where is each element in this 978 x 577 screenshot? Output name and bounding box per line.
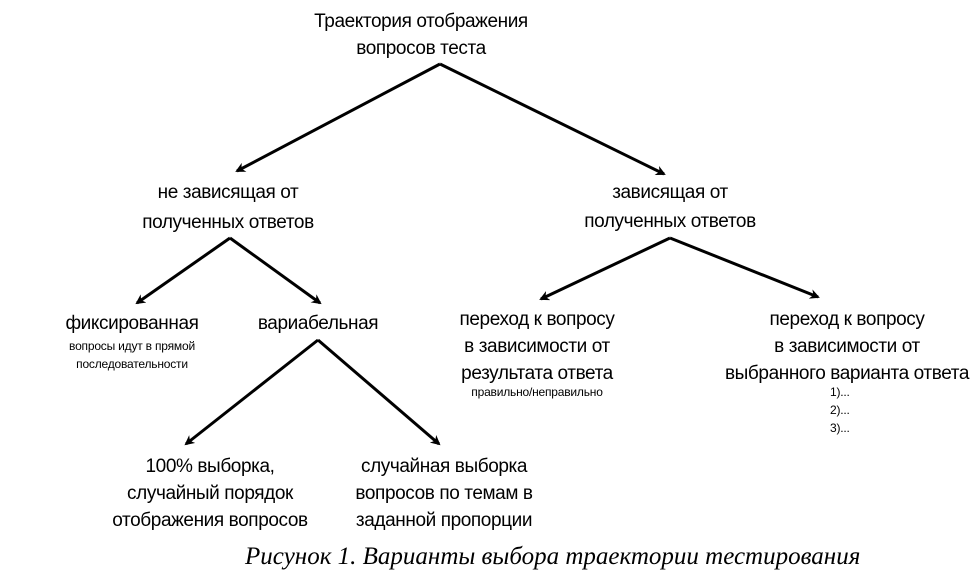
node-text: заданной пропорции	[355, 510, 533, 531]
node-text: результата ответа	[461, 363, 613, 384]
node-text: выбранного варианта ответа	[724, 363, 970, 384]
node-text: полученных ответов	[142, 212, 314, 233]
node-root: Траектория отображения вопросов теста	[314, 8, 528, 62]
node-fixed-note: вопросы идут в прямой последовательности	[69, 337, 195, 373]
node-text: случайная выборка	[360, 456, 528, 477]
node-text: фиксированная	[65, 313, 199, 334]
node-text: вопросов теста	[356, 38, 486, 59]
note-text: последовательности	[76, 357, 188, 371]
choice-item: 1)...	[830, 385, 850, 399]
node-dependent: зависящая от полученных ответов	[584, 178, 756, 236]
node-text: переход к вопросу	[769, 309, 925, 330]
node-text: вариабельная	[257, 313, 379, 334]
arrow-variable-random	[317, 338, 441, 446]
arrow-independent-variable	[229, 236, 322, 305]
arrow-root-independent	[235, 62, 441, 173]
choice-item: 2)...	[830, 403, 850, 417]
node-text: 100% выборка,	[145, 456, 275, 477]
node-text: случайный порядок	[127, 483, 293, 504]
node-full-sample: 100% выборка, случайный порядок отображе…	[112, 453, 308, 534]
node-text: Траектория отображения	[314, 11, 528, 32]
arrow-dependent-choice	[669, 236, 820, 299]
note-text: вопросы идут в прямой	[69, 339, 195, 353]
node-variable: вариабельная	[257, 310, 379, 337]
node-text: отображения вопросов	[112, 510, 308, 531]
arrow-independent-fixed	[135, 236, 231, 305]
node-by-choice: переход к вопросу в зависимости от выбра…	[725, 306, 969, 387]
node-fixed: фиксированная	[65, 310, 199, 337]
node-text: зависящая от	[612, 182, 728, 203]
node-independent: не зависящая от полученных ответов	[142, 178, 314, 238]
node-by-result-note: правильно/неправильно	[471, 383, 603, 401]
figure-caption: Рисунок 1. Варианты выбора траектории те…	[245, 543, 861, 570]
node-text: переход к вопросу	[459, 309, 615, 330]
node-by-choice-items: 1)... 2)... 3)...	[830, 383, 850, 437]
node-text: полученных ответов	[584, 211, 756, 232]
node-text: в зависимости от	[464, 336, 610, 357]
choice-item: 3)...	[830, 421, 850, 435]
arrow-dependent-result	[539, 236, 671, 301]
node-text: вопросов по темам в	[355, 483, 533, 504]
arrow-root-dependent	[439, 62, 666, 176]
node-text: не зависящая от	[157, 182, 299, 203]
node-by-result: переход к вопросу в зависимости от резул…	[459, 306, 614, 387]
note-text: правильно/неправильно	[471, 385, 603, 399]
node-text: в зависимости от	[774, 336, 920, 357]
arrow-variable-full	[184, 338, 319, 446]
node-random-sample: случайная выборка вопросов по темам в за…	[355, 453, 533, 534]
